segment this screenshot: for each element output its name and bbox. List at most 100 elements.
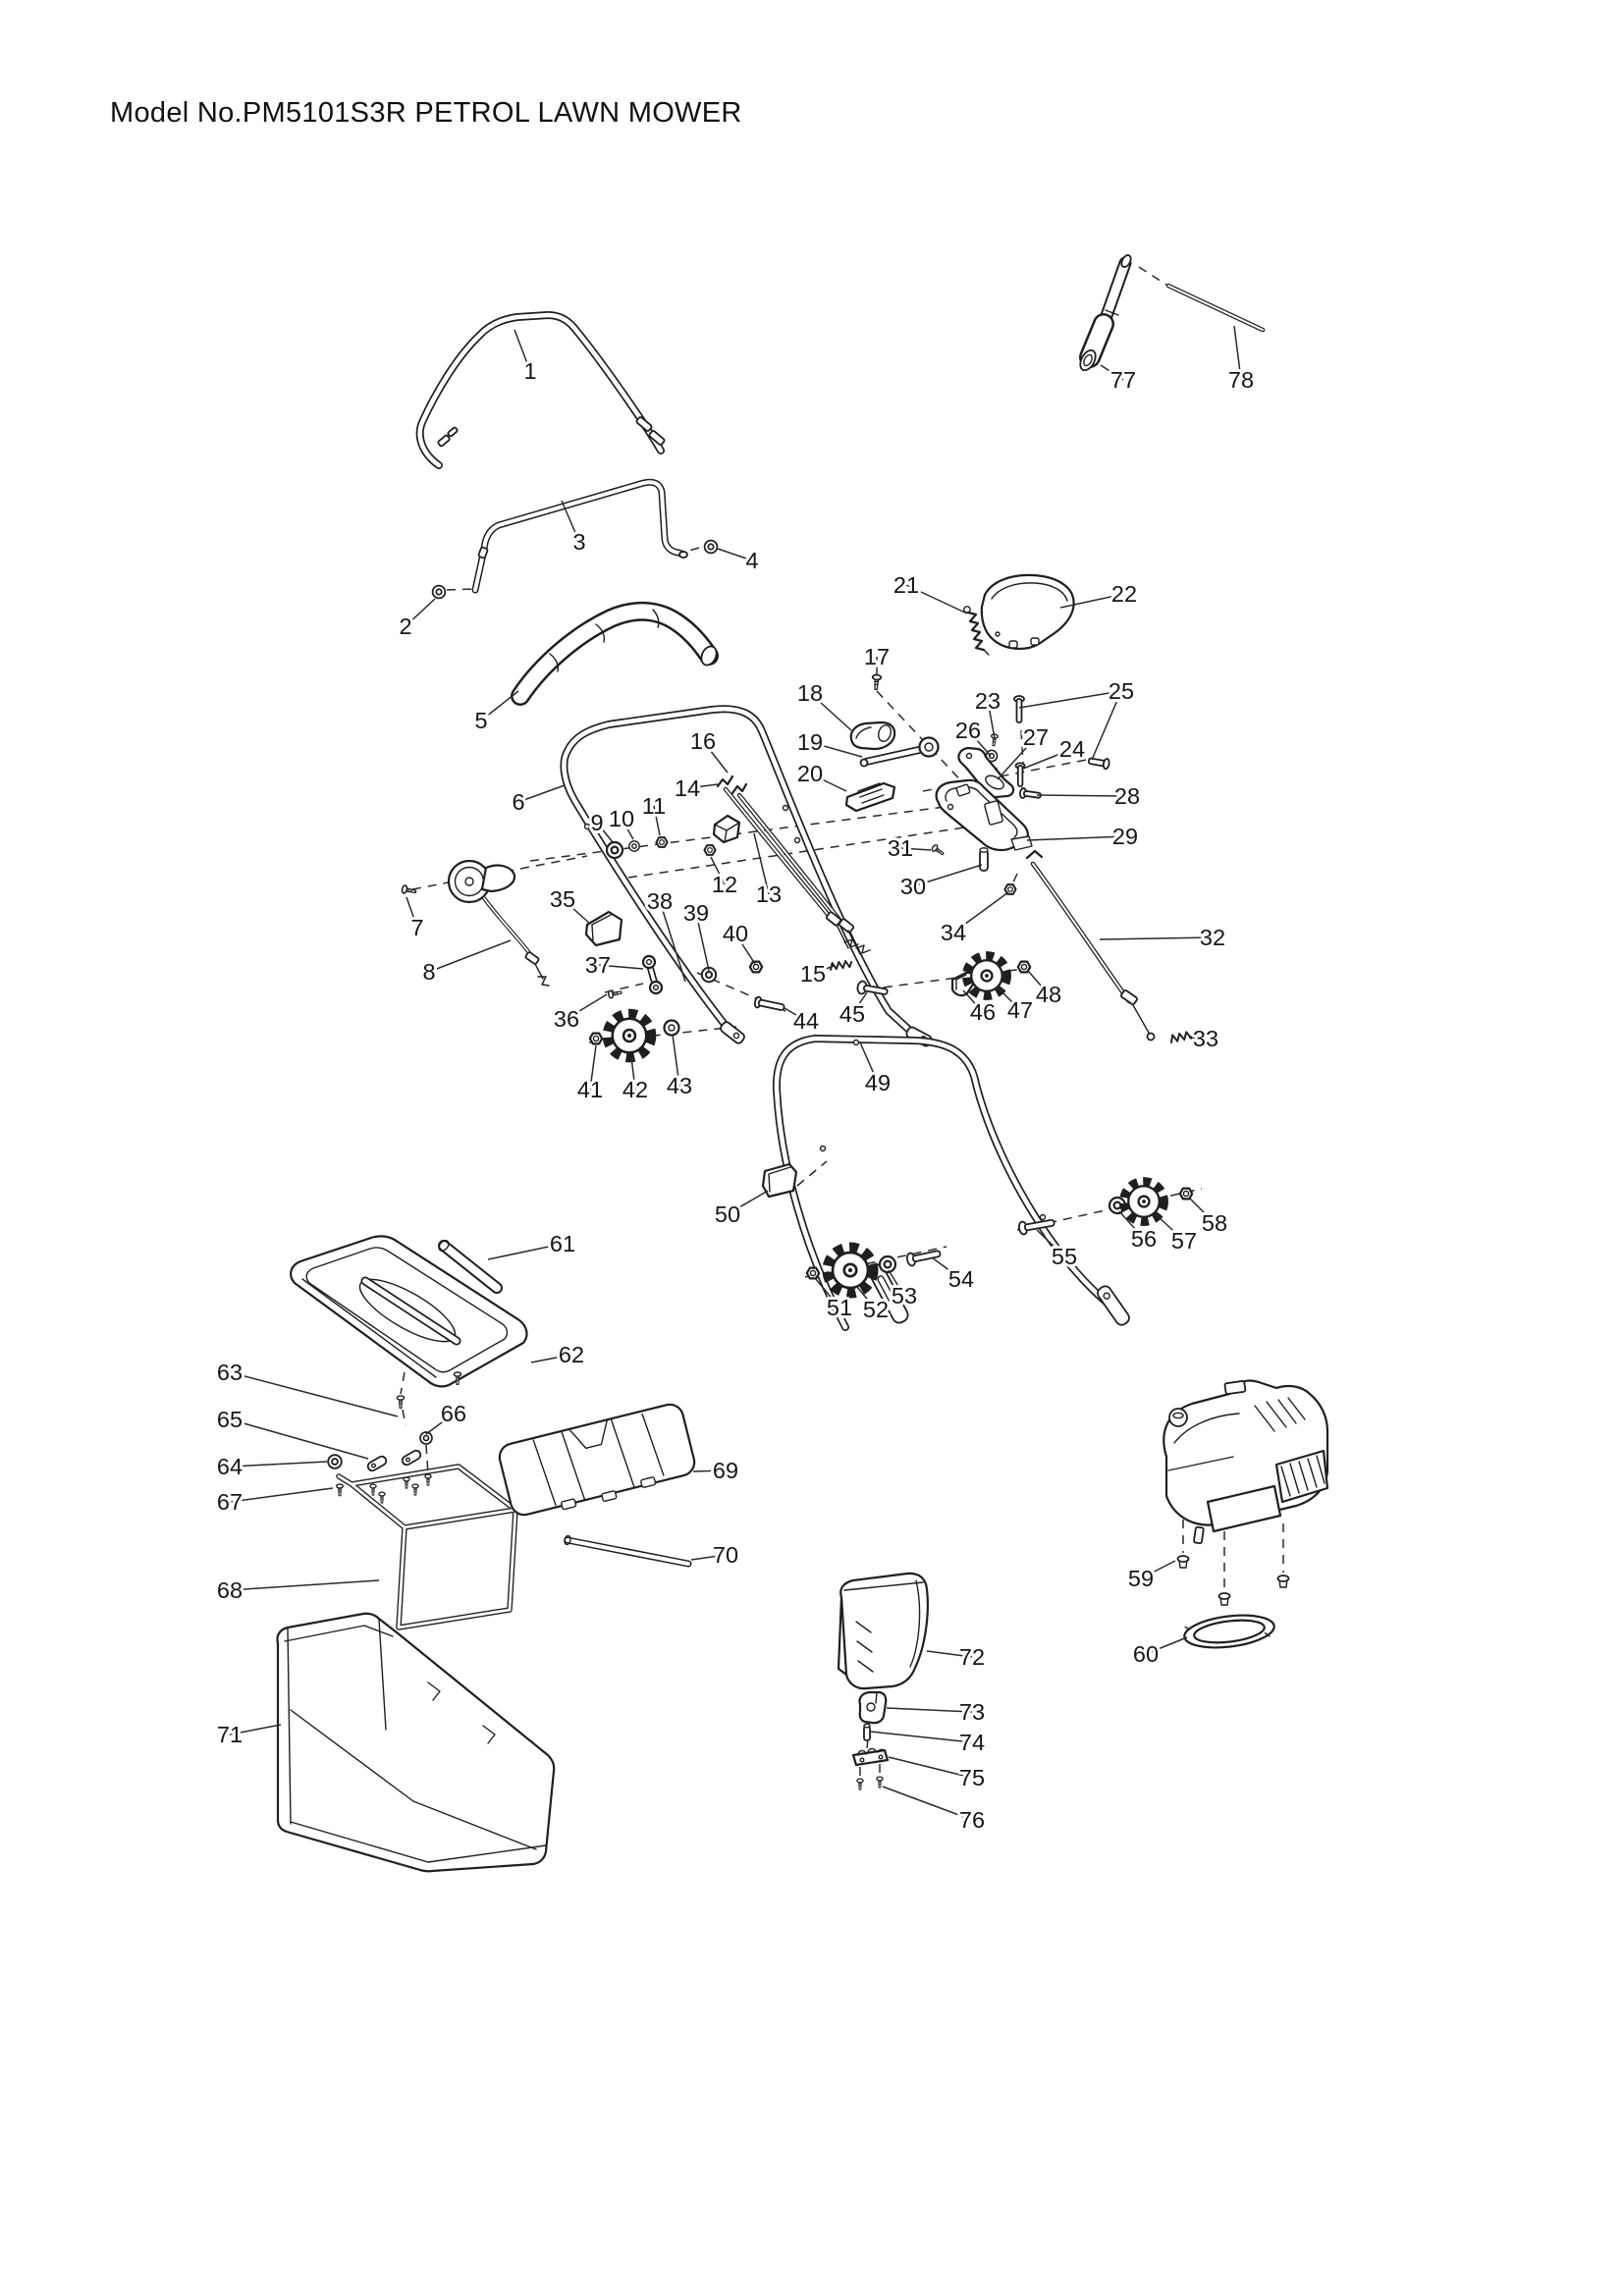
part-label-29: 29 (1112, 824, 1138, 849)
leader-line-59 (1140, 1560, 1176, 1579)
part-78-tommy-bar (1165, 283, 1266, 333)
leader-line-53 (888, 1269, 905, 1297)
leader-line-33 (1188, 1037, 1207, 1040)
part-label-51: 51 (827, 1295, 852, 1320)
part-2-nut (431, 584, 447, 600)
part-60-gasket (1183, 1614, 1275, 1649)
leader-line-52 (856, 1286, 877, 1310)
leader-line-72 (926, 1650, 973, 1658)
part-label-48: 48 (1036, 982, 1061, 1007)
part-label-67: 67 (217, 1489, 243, 1515)
leader-line-56 (1118, 1210, 1145, 1240)
part-42-knob (608, 1014, 652, 1058)
part-65-pads (366, 1449, 422, 1472)
part-72-rear-flap (837, 1572, 929, 1690)
leader-line-25 (1091, 690, 1122, 761)
part-31-screw (930, 843, 947, 858)
part-label-32: 32 (1200, 925, 1225, 950)
leader-line-51 (814, 1277, 840, 1308)
leader-line-65 (229, 1418, 369, 1460)
part-77-spark-plug-wrench (1079, 254, 1132, 372)
leader-line-69 (692, 1469, 727, 1472)
part-74-pin (863, 1723, 871, 1741)
part-71-grass-bag (276, 1612, 556, 1873)
leader-line-20 (809, 773, 847, 792)
part-58-nut (1178, 1187, 1194, 1201)
part-33-spring (1168, 1030, 1195, 1043)
part-label-26: 26 (955, 718, 981, 743)
part-label-21: 21 (893, 572, 919, 598)
leader-line-7 (406, 896, 418, 929)
part-53-washer (878, 1255, 897, 1274)
part-label-10: 10 (609, 806, 634, 831)
part-40-nut (748, 960, 764, 974)
part-18-elbow (849, 721, 896, 751)
leader-line-21 (905, 584, 968, 614)
part-label-31: 31 (888, 835, 913, 861)
part-22-cover (980, 573, 1075, 650)
part-59-engine (1163, 1379, 1329, 1606)
leader-line-64 (229, 1461, 328, 1468)
part-label-28: 28 (1114, 783, 1140, 809)
part-label-78: 78 (1228, 367, 1254, 393)
leader-line-61 (487, 1243, 564, 1260)
part-3-lower-handle-bar (475, 482, 688, 590)
leader-line-48 (1027, 970, 1050, 995)
part-label-75: 75 (959, 1765, 985, 1790)
part-label-76: 76 (959, 1807, 985, 1833)
leader-line-67 (229, 1487, 334, 1503)
part-24-pin-bolt (1014, 762, 1026, 787)
part-label-61: 61 (550, 1231, 575, 1256)
part-62-bag-top-frame (290, 1235, 528, 1388)
leader-line-3 (561, 500, 580, 543)
leader-line-74 (870, 1731, 973, 1743)
part-32-cable (1025, 849, 1156, 1041)
leader-line-28 (1036, 794, 1128, 797)
part-label-47: 47 (1007, 997, 1033, 1023)
part-label-30: 30 (900, 874, 926, 899)
part-label-35: 35 (550, 886, 575, 912)
leader-line-5 (480, 690, 519, 721)
leader-line-4 (717, 548, 753, 561)
part-label-13: 13 (756, 881, 782, 907)
part-label-63: 63 (217, 1360, 243, 1385)
part-label-1: 1 (523, 358, 536, 384)
part-44-bolt (753, 995, 785, 1011)
leader-line-60 (1145, 1636, 1188, 1655)
part-1-upper-handle-bar (420, 315, 666, 465)
part-label-53: 53 (892, 1283, 917, 1308)
leader-line-45 (851, 991, 868, 1015)
leader-line-73 (886, 1707, 973, 1713)
part-11-nut (655, 836, 669, 848)
part-label-6: 6 (512, 789, 524, 815)
leader-line-1 (514, 329, 531, 372)
part-4-nut (703, 539, 719, 555)
leader-line-23 (987, 700, 996, 739)
part-label-14: 14 (675, 775, 700, 801)
part-label-25: 25 (1109, 678, 1134, 704)
part-51-nut (805, 1266, 821, 1280)
part-label-16: 16 (690, 728, 716, 754)
part-label-70: 70 (713, 1542, 738, 1568)
part-label-54: 54 (948, 1266, 974, 1292)
part-label-68: 68 (217, 1577, 243, 1603)
leader-line-36 (566, 993, 608, 1020)
leader-line-71 (229, 1724, 282, 1735)
part-label-45: 45 (839, 1001, 865, 1027)
leader-line-15 (812, 965, 835, 975)
part-label-55: 55 (1052, 1244, 1077, 1269)
part-label-50: 50 (715, 1201, 740, 1227)
part-label-3: 3 (572, 529, 585, 555)
part-label-19: 19 (797, 729, 823, 755)
part-54-bolt (905, 1250, 942, 1267)
leader-line-16 (702, 740, 729, 774)
part-label-15: 15 (800, 961, 826, 987)
part-label-38: 38 (647, 888, 673, 914)
part-label-9: 9 (590, 810, 603, 835)
leader-line-44 (784, 1007, 807, 1022)
part-label-39: 39 (683, 900, 709, 926)
part-label-58: 58 (1202, 1210, 1227, 1236)
